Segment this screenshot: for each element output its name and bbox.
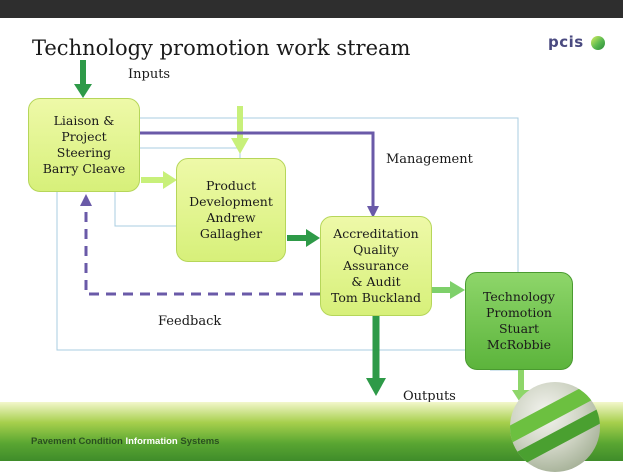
management-arrow-head — [367, 206, 379, 218]
product-loop-line — [114, 192, 176, 227]
product-development-box: Product Development Andrew Gallagher — [176, 158, 286, 262]
top-bar — [0, 0, 623, 18]
management-label: Management — [386, 152, 473, 167]
pcis-logo: pcis — [548, 33, 584, 51]
outer-loop-line — [140, 117, 519, 371]
slide-title: Technology promotion work stream — [32, 36, 411, 60]
footer-text-part1: Pavement Condition — [31, 436, 126, 447]
feedback-arrow-head — [80, 194, 92, 206]
management-line — [140, 131, 375, 208]
accreditation-to-technology-head — [450, 281, 465, 299]
technology-promotion-box-text: Technology Promotion Stuart McRobbie — [483, 289, 555, 352]
outputs-arrow-head — [366, 378, 386, 396]
feedback-line — [84, 204, 320, 296]
liaison-box-text: Liaison & Project Steering Barry Cleave — [42, 113, 126, 176]
top-light-arrow-head — [231, 138, 249, 154]
connector-lines — [56, 60, 530, 404]
left-loop-line — [56, 192, 468, 351]
outputs-label: Outputs — [403, 389, 456, 404]
product-development-box-text: Product Development Andrew Gallagher — [189, 178, 273, 241]
inner-loop-line — [140, 147, 241, 158]
feedback-label: Feedback — [158, 314, 222, 329]
footer-text-part3: Systems — [177, 436, 220, 447]
liaison-box: Liaison & Project Steering Barry Cleave — [28, 98, 140, 192]
inputs-label: Inputs — [128, 67, 171, 82]
product-to-accreditation-head — [306, 229, 320, 247]
globe-icon — [510, 382, 600, 472]
accreditation-box: Accreditation Quality Assurance & Audit … — [320, 216, 432, 316]
footer-text-highlight: Information — [125, 436, 178, 447]
liaison-to-product-head — [163, 171, 177, 189]
pcis-logo-icon — [591, 36, 605, 50]
footer-text: Pavement Condition Information Systems — [31, 436, 219, 447]
accreditation-box-text: Accreditation Quality Assurance & Audit … — [330, 226, 422, 305]
technology-promotion-box: Technology Promotion Stuart McRobbie — [465, 272, 573, 370]
inputs-arrow-head — [74, 84, 92, 98]
